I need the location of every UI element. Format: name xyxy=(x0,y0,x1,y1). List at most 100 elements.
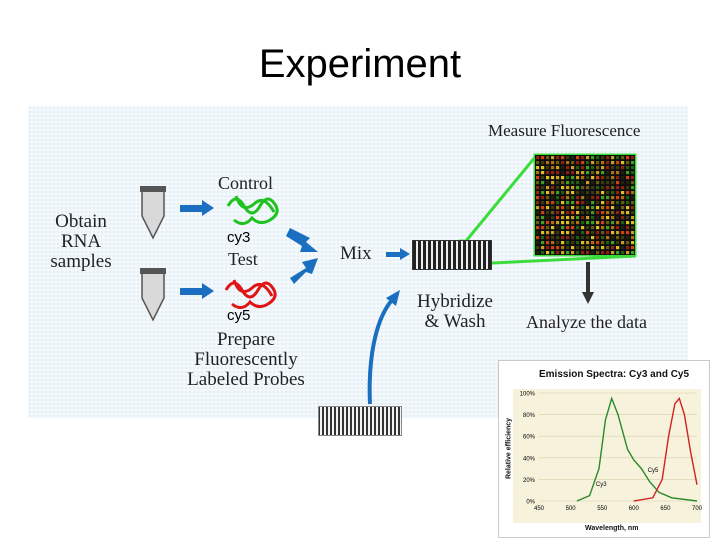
microarray-spot xyxy=(541,176,545,180)
microarray-spot xyxy=(616,166,620,170)
microarray-spot xyxy=(581,216,585,220)
microarray-spot xyxy=(601,156,605,160)
microarray-spot xyxy=(551,206,555,210)
microarray-spot xyxy=(541,236,545,240)
microarray-spot xyxy=(611,186,615,190)
microarray-spot xyxy=(581,251,585,255)
spectra-title: Emission Spectra: Cy3 and Cy5 xyxy=(539,369,690,380)
microarray-spot xyxy=(551,236,555,240)
microarray-spot xyxy=(601,196,605,200)
microarray-spot xyxy=(571,216,575,220)
microarray-spot xyxy=(551,201,555,205)
microarray-spot xyxy=(606,241,610,245)
microarray-spot xyxy=(591,156,595,160)
microarray-spot xyxy=(556,221,560,225)
microarray-spot xyxy=(611,191,615,195)
microarray-spot xyxy=(626,166,630,170)
microarray-spot xyxy=(571,206,575,210)
microarray-spot xyxy=(551,226,555,230)
microarray-spot xyxy=(596,206,600,210)
microarray-spot xyxy=(571,231,575,235)
microarray-spot xyxy=(576,161,580,165)
microarray-spot xyxy=(611,231,615,235)
tube-icon xyxy=(140,186,166,240)
microarray-spot xyxy=(556,186,560,190)
microarray-spot xyxy=(611,251,615,255)
microarray-spot xyxy=(621,241,625,245)
microarray-spot xyxy=(571,241,575,245)
microarray-spot xyxy=(586,171,590,175)
microarray-spot xyxy=(606,166,610,170)
microarray-spot xyxy=(626,206,630,210)
microarray-spot xyxy=(626,211,630,215)
microarray-spot xyxy=(591,181,595,185)
cy3-curve-label: Cy3 xyxy=(596,482,607,488)
microarray-spot xyxy=(631,236,635,240)
microarray-spot xyxy=(536,241,540,245)
microarray-spot xyxy=(596,226,600,230)
test-label: Test xyxy=(228,249,258,269)
microarray-spot xyxy=(621,206,625,210)
microarray-spot xyxy=(631,181,635,185)
microarray-spot xyxy=(591,176,595,180)
microarray-spot xyxy=(556,231,560,235)
y-tick-label: 40% xyxy=(523,456,536,462)
microarray-spot xyxy=(581,241,585,245)
microarray-spot xyxy=(596,246,600,250)
analyze-data-label: Analyze the data xyxy=(526,312,647,332)
microarray-spot xyxy=(621,246,625,250)
microarray-chip-icon xyxy=(412,240,492,270)
microarray-spot xyxy=(606,246,610,250)
microarray-spot xyxy=(576,216,580,220)
microarray-spot xyxy=(546,216,550,220)
microarray-spot xyxy=(626,191,630,195)
microarray-spot xyxy=(561,196,565,200)
microarray-spot xyxy=(541,226,545,230)
microarray-spot xyxy=(561,226,565,230)
microarray-spot xyxy=(556,156,560,160)
microarray-spot xyxy=(586,221,590,225)
microarray-spot xyxy=(546,241,550,245)
cy5-curve xyxy=(633,396,698,502)
microarray-spot xyxy=(576,191,580,195)
cy5-curve-label: Cy5 xyxy=(648,468,659,474)
microarray-spot xyxy=(536,211,540,215)
microarray-spot xyxy=(626,251,630,255)
microarray-spot xyxy=(536,216,540,220)
microarray-spot xyxy=(546,191,550,195)
microarray-spot xyxy=(581,236,585,240)
microarray-spot xyxy=(556,176,560,180)
microarray-spot xyxy=(556,226,560,230)
microarray-spot xyxy=(631,211,635,215)
arrow-icon xyxy=(286,228,318,284)
microarray-spot xyxy=(581,166,585,170)
microarray-spot xyxy=(536,251,540,255)
microarray-spot xyxy=(596,161,600,165)
microarray-spot xyxy=(541,201,545,205)
microarray-spot xyxy=(576,196,580,200)
microarray-spot xyxy=(606,251,610,255)
microarray-spot xyxy=(541,191,545,195)
microarray-spot xyxy=(551,216,555,220)
microarray-spot xyxy=(601,216,605,220)
microarray-spot xyxy=(626,246,630,250)
microarray-spot xyxy=(601,211,605,215)
microarray-spot xyxy=(536,166,540,170)
microarray-spot xyxy=(621,226,625,230)
microarray-spot xyxy=(546,206,550,210)
microarray-spot xyxy=(631,171,635,175)
microarray-spot xyxy=(571,201,575,205)
microarray-spot xyxy=(536,246,540,250)
microarray-spot xyxy=(591,171,595,175)
microarray-spot xyxy=(616,231,620,235)
microarray-spot xyxy=(591,251,595,255)
x-tick-label: 700 xyxy=(692,506,703,512)
microarray-spot xyxy=(561,216,565,220)
microarray-spot xyxy=(626,226,630,230)
microarray-spot xyxy=(546,236,550,240)
microarray-spot xyxy=(601,241,605,245)
obtain-rna-label: Obtain RNA samples xyxy=(50,211,112,272)
microarray-spot xyxy=(561,236,565,240)
microarray-spot xyxy=(596,201,600,205)
